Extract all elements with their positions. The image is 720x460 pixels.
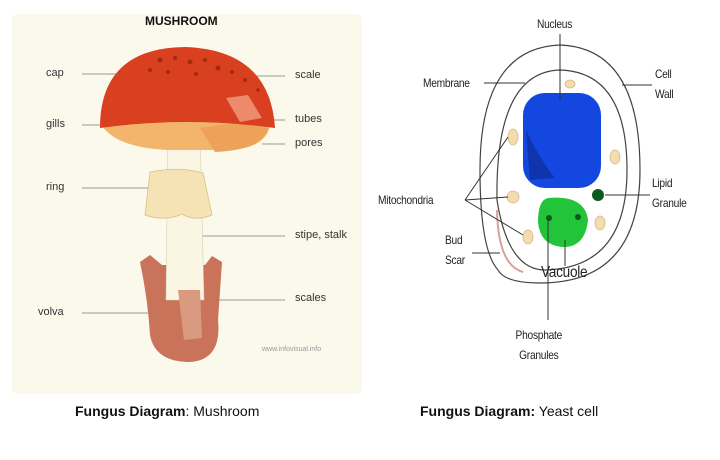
yeast-leader-lines xyxy=(464,34,652,320)
label-nucleus: Nucleus xyxy=(537,17,573,31)
ring xyxy=(144,168,213,219)
mitochondria xyxy=(506,79,621,245)
mushroom-caption-rest: : Mushroom xyxy=(185,403,260,419)
lipid-granule xyxy=(592,189,604,201)
tubes-pores xyxy=(200,124,268,152)
mushroom-caption-bold: Fungus Diagram xyxy=(75,403,186,419)
label-mitochondria: Mitochondria xyxy=(378,193,434,207)
cap xyxy=(100,47,275,128)
label-vacuole: Vacuole xyxy=(541,264,588,281)
label-scale: scale xyxy=(295,69,321,81)
yeast-caption-rest: Yeast cell xyxy=(535,403,599,419)
yeast-caption-bold: Fungus Diagram: xyxy=(420,403,536,419)
label-stipe: stipe, stalk xyxy=(295,229,347,241)
label-cell-wall: Cell Wall xyxy=(655,67,674,101)
nucleolus xyxy=(526,130,555,180)
volva-scales xyxy=(178,290,202,340)
label-scales: scales xyxy=(295,292,327,304)
label-cap: cap xyxy=(46,67,64,79)
mushroom-title: MUSHROOM xyxy=(145,14,218,28)
label-membrane: Membrane xyxy=(423,76,470,90)
label-ring: ring xyxy=(46,181,65,193)
mushroom-illustration xyxy=(100,47,275,362)
cap-cutaway xyxy=(226,95,262,122)
cap-scales xyxy=(148,56,260,92)
phosphate-granule xyxy=(546,215,552,221)
label-tubes: tubes xyxy=(295,113,322,125)
yeast-caption: Fungus Diagram: Yeast cell xyxy=(420,403,598,419)
yeast-cell-illustration xyxy=(479,44,641,284)
label-lipid-granule: Lipid Granule xyxy=(652,176,687,210)
vacuole xyxy=(538,197,588,248)
phosphate-granule xyxy=(575,214,581,220)
label-gills: gills xyxy=(46,118,65,130)
watermark: www.infovisual.info xyxy=(262,346,322,353)
label-pores: pores xyxy=(295,137,323,149)
mushroom-caption: Fungus Diagram: Mushroom xyxy=(75,403,259,419)
label-bud-scar: Bud Scar xyxy=(445,233,465,267)
label-phosphate-granules: Phosphate Granules xyxy=(515,328,563,362)
label-volva: volva xyxy=(38,306,64,318)
